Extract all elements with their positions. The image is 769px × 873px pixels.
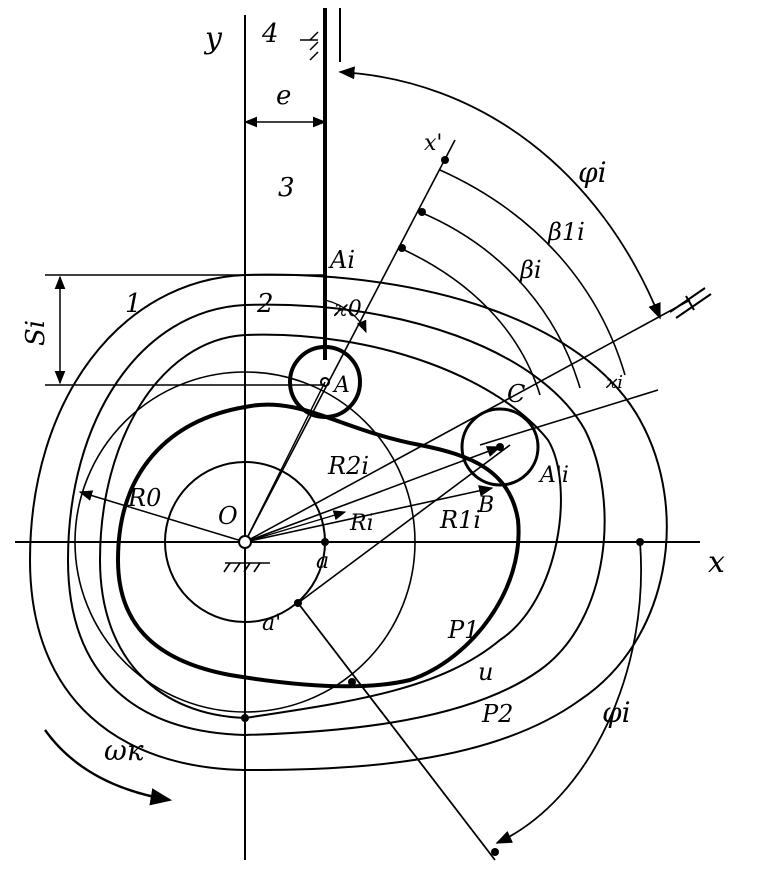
label-r2i: R2i xyxy=(327,452,369,480)
label-u: u xyxy=(478,658,493,686)
line-x-prime xyxy=(244,139,456,543)
label-part-3: 3 xyxy=(278,173,295,203)
point-x-prime xyxy=(441,156,449,164)
guide-hatch-right xyxy=(669,287,712,319)
point-o xyxy=(238,535,252,549)
line-r2i xyxy=(244,446,502,543)
label-ai: Ai xyxy=(328,246,355,274)
line-c-kappa xyxy=(479,389,659,446)
point-a xyxy=(321,538,329,546)
label-p2: P2 xyxy=(481,700,513,728)
label-a-prime: a' xyxy=(262,611,281,636)
arc-beta1 xyxy=(439,169,626,376)
line-a-b xyxy=(297,444,511,604)
label-x-axis: x xyxy=(708,545,725,580)
line-ri xyxy=(244,510,347,543)
hatch-ground-o xyxy=(223,562,270,573)
line-to-phi xyxy=(244,299,691,543)
label-part-1: 1 xyxy=(125,289,142,319)
label-phi-bottom: φi xyxy=(602,696,631,729)
point-beta xyxy=(398,244,406,252)
label-ri: Ri xyxy=(349,511,374,536)
inner-pitch-curve-p1 xyxy=(98,333,562,720)
outer-pitch-curve-p2 xyxy=(28,273,668,772)
label-omega-k: ωк xyxy=(104,734,144,767)
arc-phi-top xyxy=(338,66,661,320)
label-r0: R0 xyxy=(127,484,161,512)
label-p1: P1 xyxy=(447,616,479,644)
arc-beta xyxy=(419,211,581,389)
label-beta: βi xyxy=(519,256,542,284)
label-kappa-i: ϰi xyxy=(605,372,623,393)
label-phi-top: φi xyxy=(578,156,607,189)
arc-phi-bottom xyxy=(495,541,642,844)
label-x-prime: x' xyxy=(424,131,442,156)
label-beta1: β1i xyxy=(547,218,585,246)
label-si: Si xyxy=(21,320,51,346)
hatch-ground-top xyxy=(300,31,319,61)
cam-profile xyxy=(115,402,521,689)
label-b: B xyxy=(477,493,494,518)
line-a-prime xyxy=(297,602,496,861)
arc-kappa0 xyxy=(324,299,367,334)
point-beta1 xyxy=(418,208,426,216)
label-c: C xyxy=(507,380,525,408)
roller-c xyxy=(460,407,540,487)
roller-a xyxy=(288,345,362,419)
line-oa xyxy=(244,381,326,543)
label-e: e xyxy=(276,81,291,111)
arc-inner xyxy=(399,247,541,396)
label-y-axis: y xyxy=(203,21,223,56)
arc-omega xyxy=(44,729,173,806)
label-kappa0: ϰ0 xyxy=(333,297,362,322)
reference-circle xyxy=(74,371,416,713)
label-a: A xyxy=(332,373,350,398)
label-a-prime-i: A'i xyxy=(538,463,569,488)
point-x-right xyxy=(636,538,644,546)
label-part-4: 4 xyxy=(261,19,279,49)
pitch-curve-u xyxy=(66,303,606,737)
label-part-2: 2 xyxy=(256,289,274,319)
label-o: O xyxy=(218,502,238,530)
label-a-small: a xyxy=(316,549,329,574)
point-phi-end xyxy=(491,848,499,856)
line-r1i xyxy=(244,485,494,543)
line-r0 xyxy=(78,490,246,543)
point-a-prime xyxy=(294,599,302,607)
label-r1i: R1i xyxy=(439,506,481,534)
point-u xyxy=(348,678,356,686)
point-bottom-y xyxy=(241,714,249,722)
